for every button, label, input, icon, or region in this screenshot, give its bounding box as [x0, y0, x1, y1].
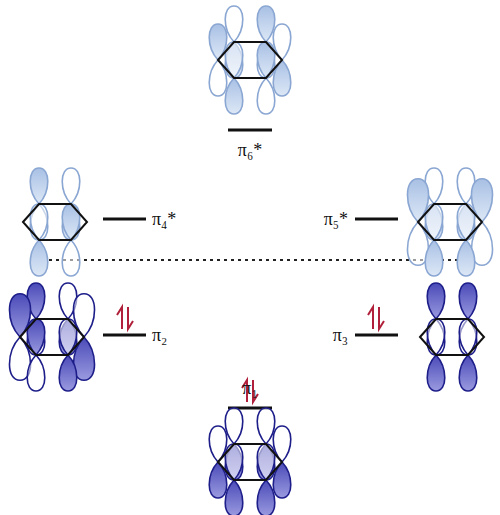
- p-lobe: [27, 319, 45, 355]
- p-lobe: [62, 240, 80, 276]
- p-lobe: [273, 24, 291, 60]
- p-lobe: [225, 42, 243, 78]
- p-lobe: [457, 240, 475, 276]
- benzene-ring: [23, 204, 87, 240]
- p-lobe: [459, 319, 477, 355]
- orbital-label: π₁: [242, 379, 257, 397]
- orbital-pictures: [9, 6, 492, 515]
- benzene-ring: [418, 204, 482, 240]
- homo-lumo-divider: [35, 259, 465, 261]
- p-lobe: [30, 204, 48, 240]
- p-lobe: [59, 355, 77, 391]
- p-lobe: [225, 408, 243, 444]
- p-lobe: [459, 283, 477, 319]
- p-lobe: [27, 355, 45, 391]
- p-lobe: [425, 240, 443, 276]
- p-lobe: [257, 42, 275, 78]
- p-lobe: [59, 319, 77, 355]
- p-lobe: [257, 444, 275, 480]
- p-lobe: [273, 426, 291, 462]
- p-lobe: [62, 204, 80, 240]
- p-lobe: [425, 204, 443, 240]
- energy-levels: [103, 130, 398, 408]
- electron-pair: [117, 307, 133, 329]
- orbital-label: π₃: [333, 326, 348, 344]
- molecular-orbital: [420, 283, 484, 391]
- p-lobe: [457, 204, 475, 240]
- p-lobe: [459, 319, 477, 355]
- p-lobe: [209, 462, 227, 498]
- p-lobe: [427, 319, 445, 355]
- p-lobe: [225, 42, 243, 78]
- benzene-ring: [218, 42, 282, 78]
- benzene-ring: [20, 319, 84, 355]
- p-lobe: [427, 319, 445, 355]
- p-lobe: [257, 78, 275, 114]
- electron-pair: [242, 380, 258, 402]
- p-lobe: [257, 444, 275, 480]
- p-lobe: [30, 168, 48, 204]
- molecular-orbital: [407, 168, 492, 276]
- benzene-ring: [218, 444, 282, 480]
- p-lobe: [459, 355, 477, 391]
- orbital-label: π₆*: [238, 141, 262, 159]
- benzene-ring: [420, 319, 484, 355]
- p-lobe: [457, 204, 475, 240]
- p-lobe: [27, 319, 45, 355]
- p-lobe: [427, 283, 445, 319]
- p-lobe: [225, 480, 243, 515]
- p-lobe: [30, 240, 48, 276]
- p-lobe: [257, 42, 275, 78]
- p-lobe: [62, 204, 80, 240]
- p-lobe: [225, 78, 243, 114]
- p-lobe: [209, 24, 227, 60]
- orbital-label: π₅*: [324, 210, 348, 228]
- p-lobe: [257, 480, 275, 515]
- p-lobe: [225, 6, 243, 42]
- p-lobe: [209, 60, 227, 96]
- orbital-label: π₂: [152, 326, 167, 344]
- molecular-orbital: [209, 6, 291, 114]
- p-lobe: [257, 6, 275, 42]
- molecular-orbital: [9, 283, 94, 391]
- p-lobe: [273, 462, 291, 498]
- p-lobe: [425, 204, 443, 240]
- p-lobe: [427, 355, 445, 391]
- p-lobe: [59, 319, 77, 355]
- p-lobe: [273, 60, 291, 96]
- electron-pair: [368, 307, 384, 329]
- electron-pairs: [117, 307, 384, 402]
- p-lobe: [62, 168, 80, 204]
- p-lobe: [30, 204, 48, 240]
- p-lobe: [225, 444, 243, 480]
- molecular-orbital: [23, 168, 87, 276]
- molecular-orbital: [209, 408, 291, 515]
- orbital-label: π₄*: [152, 210, 176, 228]
- p-lobe: [209, 426, 227, 462]
- p-lobe: [257, 408, 275, 444]
- p-lobe: [225, 444, 243, 480]
